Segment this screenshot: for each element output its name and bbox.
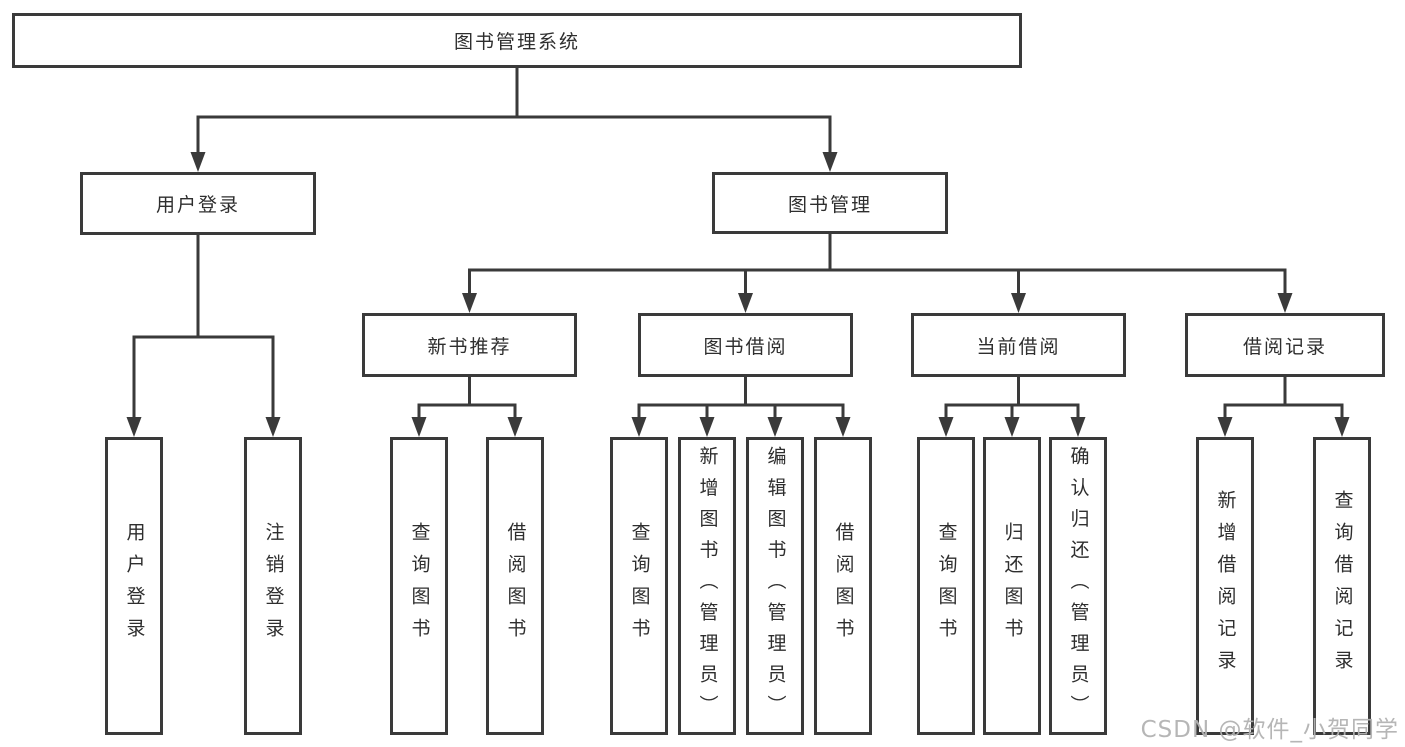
- branch-new-book: [411, 375, 523, 437]
- leaf-label: 查询借阅记录: [1331, 490, 1354, 682]
- node-borrow-record: 借阅记录: [1185, 313, 1385, 377]
- leaf-record-add: 新增借阅记录: [1196, 437, 1254, 735]
- node-book-management: 图书管理: [712, 172, 948, 234]
- leaf-logout: 注销登录: [244, 437, 302, 735]
- node-new-book-recommend: 新书推荐: [362, 313, 577, 377]
- leaf-label: 编辑图书（管理员）: [764, 445, 787, 727]
- node-label: 用户登录: [155, 194, 240, 216]
- leaf-newbook-borrow: 借阅图书: [486, 437, 544, 735]
- leaf-user-login: 用户登录: [105, 437, 163, 735]
- leaf-current-return: 归还图书: [983, 437, 1041, 735]
- leaf-borrow-add-admin: 新增图书（管理员）: [678, 437, 736, 735]
- leaf-record-query: 查询借阅记录: [1313, 437, 1371, 735]
- leaf-label: 新增图书（管理员）: [696, 445, 719, 727]
- branch-borrow-record: [1217, 375, 1350, 437]
- branch-book-mgmt: [462, 232, 1293, 313]
- csdn-watermark: CSDN @软件_小贺同学: [1140, 717, 1399, 743]
- leaf-newbook-query: 查询图书: [390, 437, 448, 735]
- leaf-label: 借阅图书: [832, 522, 855, 650]
- leaf-borrow-book: 借阅图书: [814, 437, 872, 735]
- leaf-label: 注销登录: [262, 522, 285, 650]
- node-label: 借阅记录: [1242, 335, 1327, 358]
- node-label: 当前借阅: [976, 335, 1061, 358]
- node-label: 图书管理: [787, 193, 872, 216]
- node-user-login: 用户登录: [80, 172, 316, 235]
- node-book-borrow: 图书借阅: [638, 313, 853, 377]
- node-label: 图书管理系统: [453, 31, 580, 53]
- node-label: 图书借阅: [703, 335, 788, 358]
- branch-user-login: [126, 233, 281, 437]
- leaf-label: 新增借阅记录: [1214, 490, 1237, 682]
- leaf-label: 确认归还（管理员）: [1067, 445, 1090, 727]
- leaf-label: 借阅图书: [504, 522, 527, 650]
- leaf-current-query: 查询图书: [917, 437, 975, 735]
- leaf-borrow-query: 查询图书: [610, 437, 668, 735]
- leaf-borrow-edit-admin: 编辑图书（管理员）: [746, 437, 804, 735]
- leaf-label: 查询图书: [935, 522, 958, 650]
- leaf-label: 查询图书: [628, 522, 651, 650]
- leaf-current-confirm-admin: 确认归还（管理员）: [1049, 437, 1107, 735]
- leaf-label: 查询图书: [408, 522, 431, 650]
- leaf-label: 归还图书: [1001, 522, 1024, 650]
- branch-root: [190, 66, 838, 172]
- branch-current-borrow: [938, 375, 1086, 437]
- node-system-root: 图书管理系统: [12, 13, 1022, 68]
- node-current-borrow: 当前借阅: [911, 313, 1126, 377]
- node-label: 新书推荐: [427, 335, 512, 358]
- leaf-label: 用户登录: [123, 522, 146, 650]
- branch-book-borrow: [631, 375, 851, 437]
